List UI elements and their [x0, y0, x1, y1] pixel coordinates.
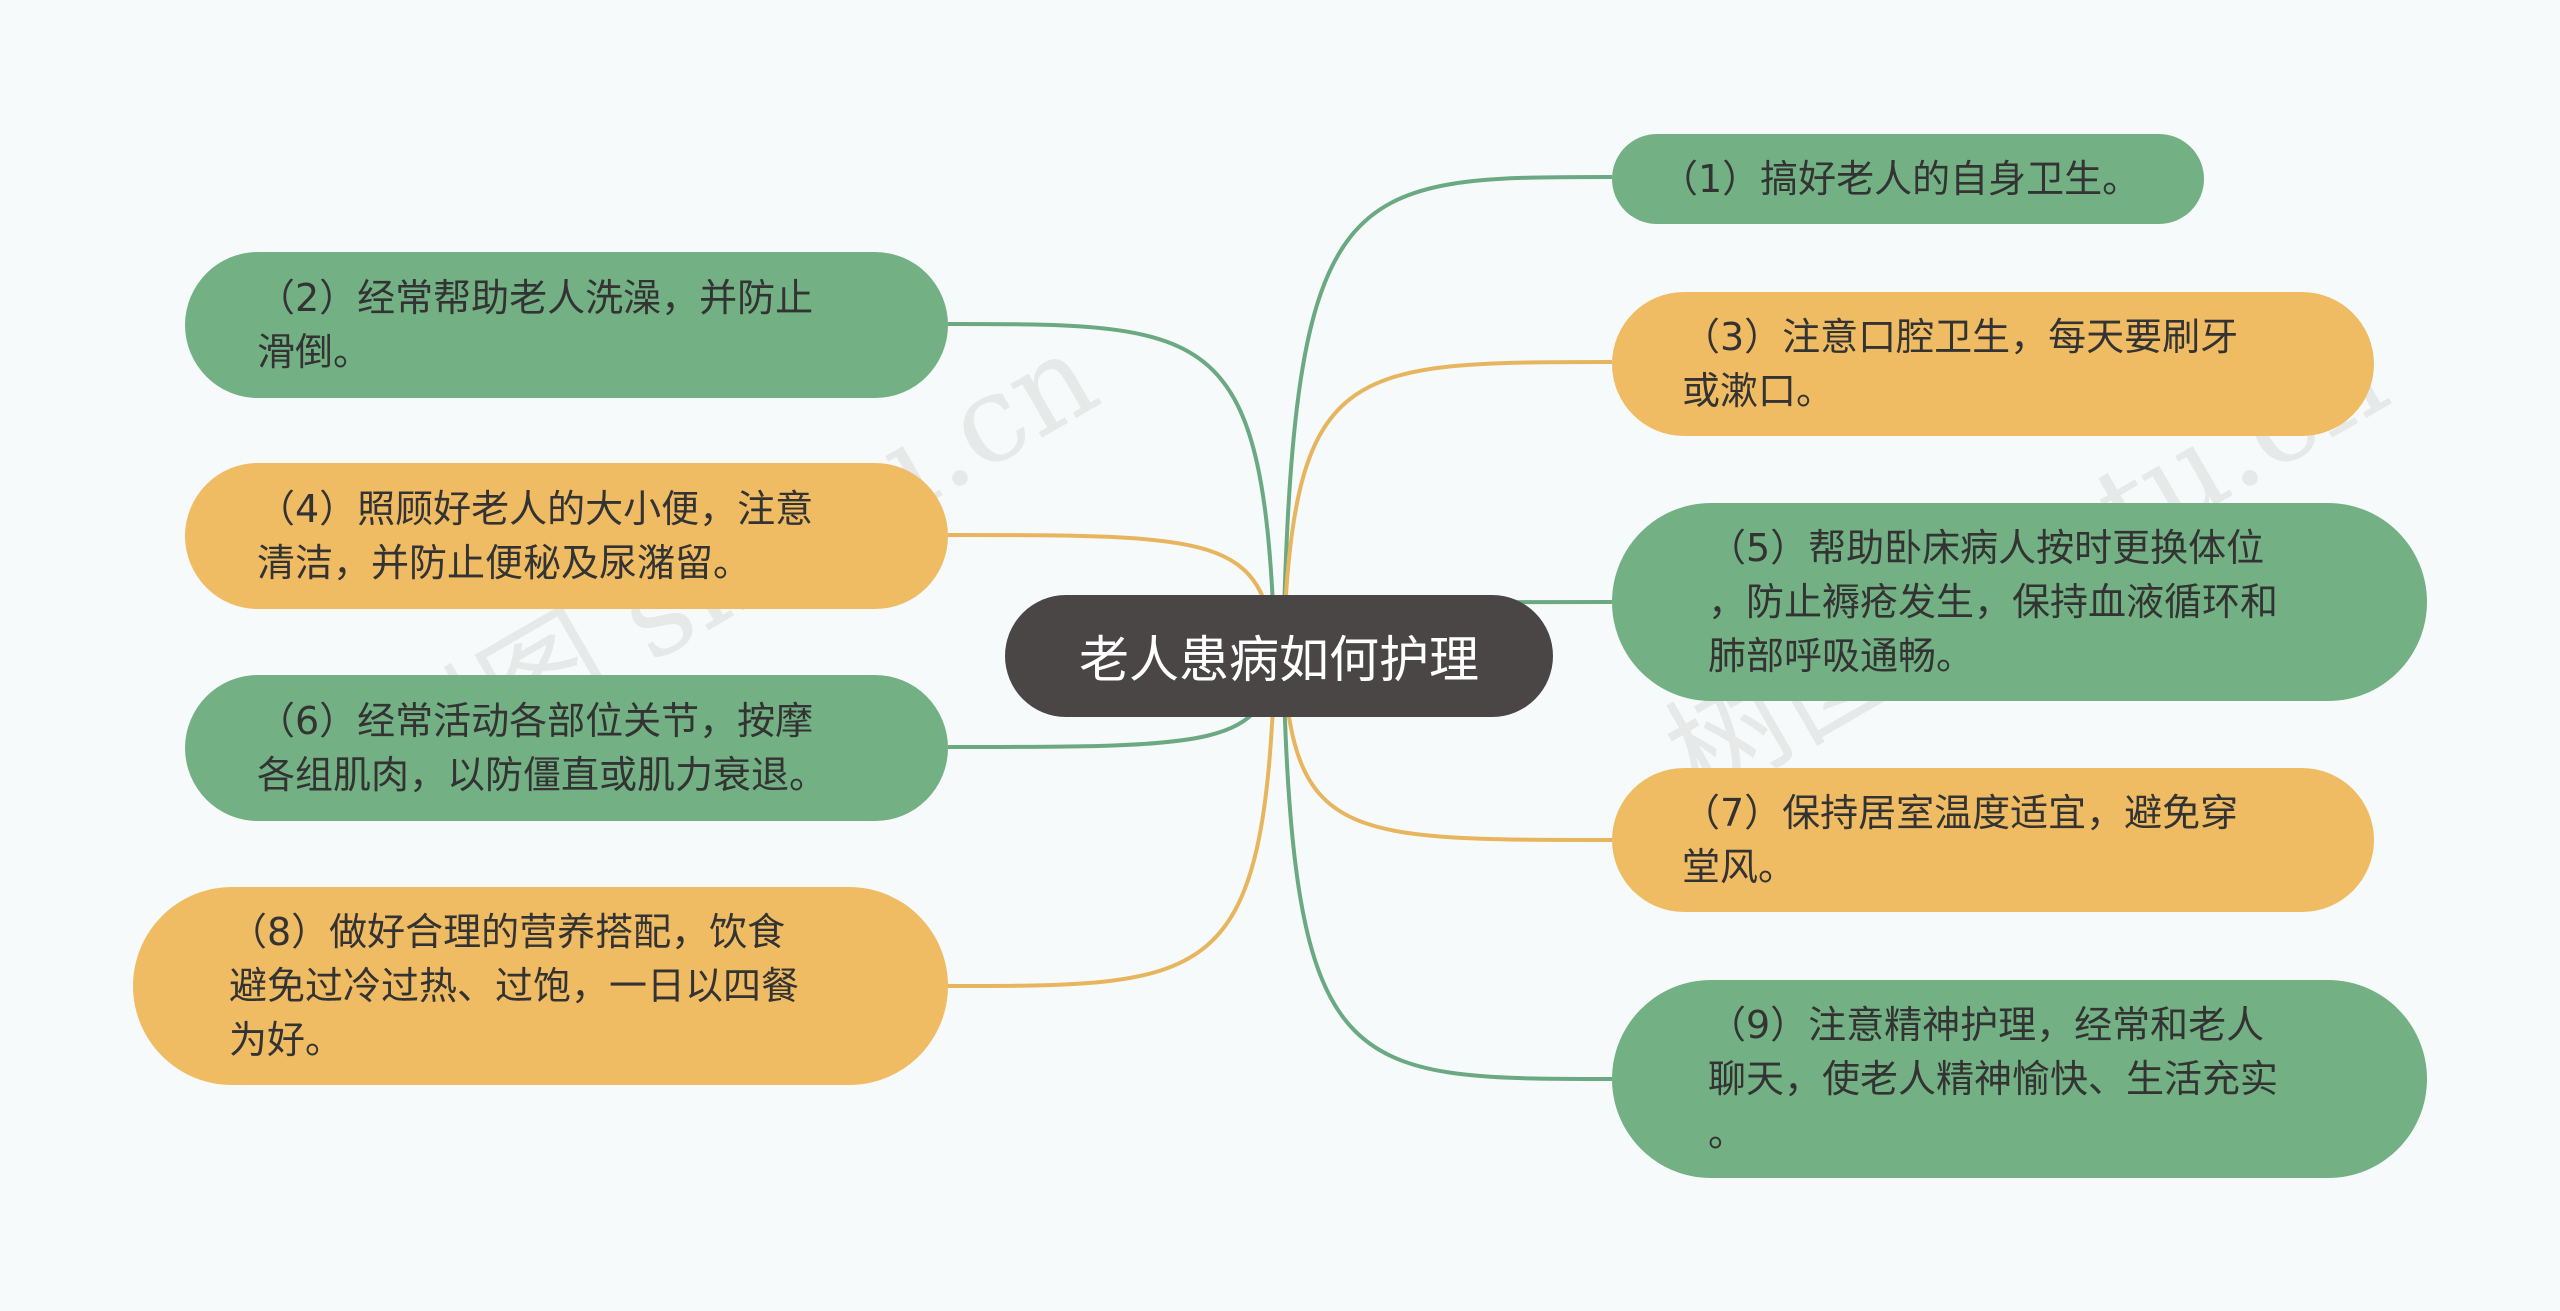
connector-b9	[1281, 655, 1613, 1081]
connector-b8	[947, 655, 1277, 988]
branch-node-7[interactable]: （7）保持居室温度适宜，避免穿 堂风。	[1612, 768, 2374, 912]
branch-node-2-text: （2）经常帮助老人洗澡，并防止 滑倒。	[257, 276, 814, 374]
branch-node-2[interactable]: （2）经常帮助老人洗澡，并防止 滑倒。	[185, 252, 948, 398]
branch-node-1-text: （1）搞好老人的自身卫生。	[1660, 157, 2141, 201]
connector-b7	[1281, 655, 1613, 842]
branch-node-5[interactable]: （5）帮助卧床病人按时更换体位 ，防止褥疮发生，保持血液循环和 肺部呼吸通畅。	[1612, 503, 2427, 701]
branch-node-3-text: （3）注意口腔卫生，每天要刷牙 或漱口。	[1682, 315, 2239, 413]
branch-node-9[interactable]: （9）注意精神护理，经常和老人 聊天，使老人精神愉快、生活充实 。	[1612, 980, 2427, 1178]
branch-node-7-text: （7）保持居室温度适宜，避免穿 堂风。	[1682, 791, 2239, 889]
branch-node-3[interactable]: （3）注意口腔卫生，每天要刷牙 或漱口。	[1612, 292, 2374, 436]
branch-node-8[interactable]: （8）做好合理的营养搭配，饮食 避免过冷过热、过饱，一日以四餐 为好。	[133, 887, 948, 1085]
branch-node-4[interactable]: （4）照顾好老人的大小便，注意 清洁，并防止便秘及尿潴留。	[185, 463, 948, 609]
branch-node-5-text: （5）帮助卧床病人按时更换体位 ，防止褥疮发生，保持血液循环和 肺部呼吸通畅。	[1708, 526, 2279, 678]
branch-node-4-text: （4）照顾好老人的大小便，注意 清洁，并防止便秘及尿潴留。	[257, 487, 814, 585]
connector-b2	[947, 322, 1277, 657]
connector-b1	[1281, 175, 1613, 657]
central-topic-label: 老人患病如何护理	[1079, 631, 1479, 689]
branch-node-6-text: （6）经常活动各部位关节，按摩 各组肌肉，以防僵直或肌力衰退。	[257, 699, 828, 797]
branch-node-9-text: （9）注意精神护理，经常和老人 聊天，使老人精神愉快、生活充实 。	[1708, 1003, 2279, 1155]
connector-b3	[1281, 360, 1613, 657]
branch-node-8-text: （8）做好合理的营养搭配，饮食 避免过冷过热、过饱，一日以四餐 为好。	[229, 910, 800, 1062]
branch-node-1[interactable]: （1）搞好老人的自身卫生。	[1612, 134, 2204, 224]
branch-node-6[interactable]: （6）经常活动各部位关节，按摩 各组肌肉，以防僵直或肌力衰退。	[185, 675, 948, 821]
central-topic-node[interactable]: 老人患病如何护理	[1005, 595, 1553, 717]
